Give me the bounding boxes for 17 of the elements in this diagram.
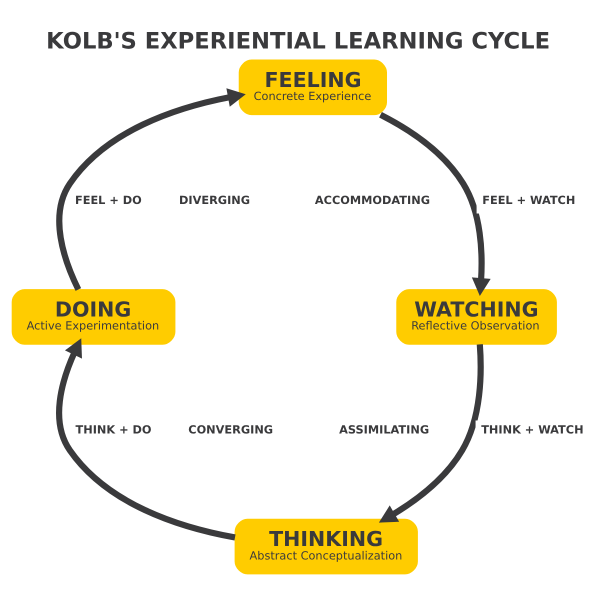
node-box: DOING Active Experimentation xyxy=(12,288,176,344)
arrow xyxy=(56,88,246,290)
diagram-title: KOLB'S EXPERIENTIAL LEARNING CYCLE xyxy=(46,28,550,54)
arrow xyxy=(379,112,491,296)
arrow xyxy=(378,344,484,522)
edge-label: THINK + DO xyxy=(76,422,152,436)
node-box: WATCHING Reflective Observation xyxy=(396,288,557,344)
edge-label: FEEL + WATCH xyxy=(482,192,576,207)
edge-label: FEEL + DO xyxy=(75,192,142,207)
node-box: THINKING Abstract Conceptualization xyxy=(234,518,418,574)
arrow xyxy=(56,338,236,540)
edge-label: THINK + WATCH xyxy=(481,422,584,436)
label: ASSIMILATING xyxy=(339,422,430,436)
label: ACCOMMODATING xyxy=(314,192,430,207)
node-box: FEELING Concrete Experience xyxy=(238,59,387,115)
label: CONVERGING xyxy=(188,422,274,436)
label: DIVERGING xyxy=(179,192,250,207)
